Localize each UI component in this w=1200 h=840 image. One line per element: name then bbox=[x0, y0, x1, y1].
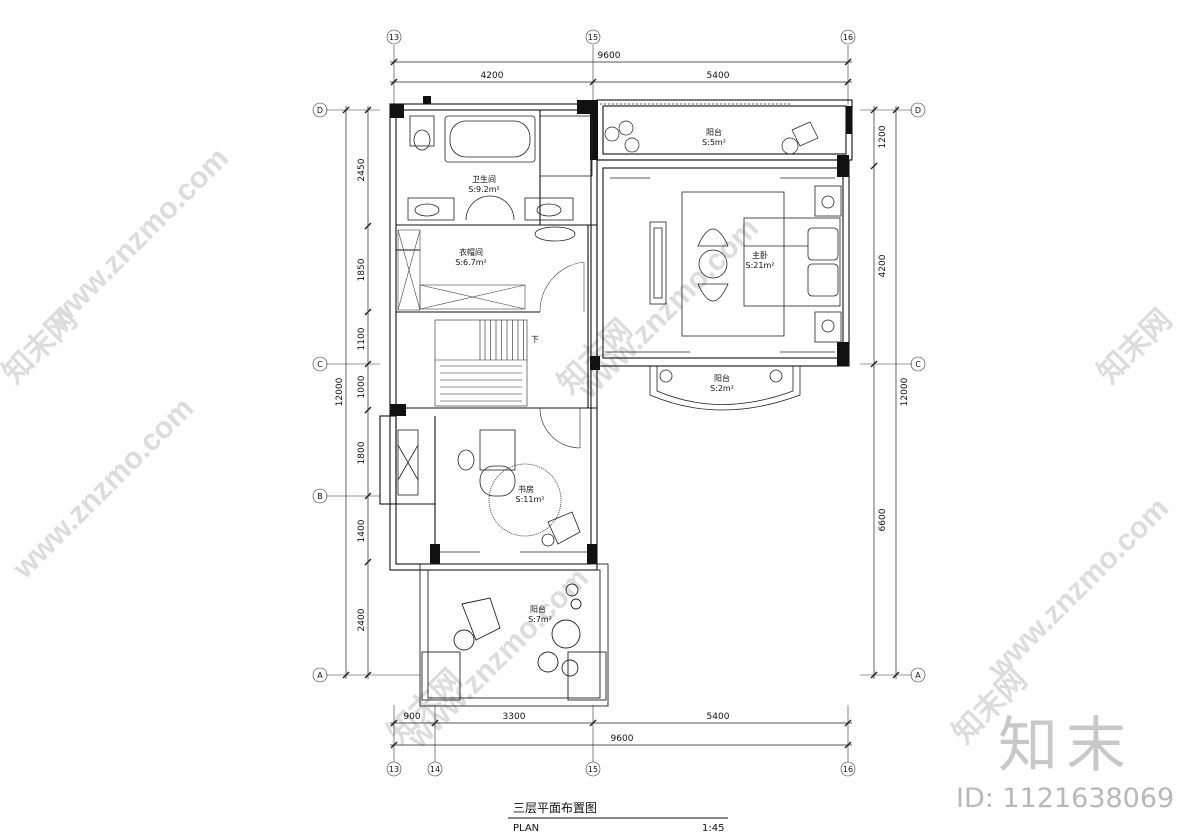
room-area-master-bedroom: S:21m² bbox=[746, 261, 775, 270]
study bbox=[397, 429, 587, 553]
staircase bbox=[434, 319, 581, 449]
closet bbox=[397, 229, 585, 313]
dim-bottom-c: 5400 bbox=[707, 712, 730, 722]
title-block: 三层平面布置图 PLAN 1:45 bbox=[508, 801, 728, 834]
balcony-bay bbox=[649, 366, 801, 411]
dim-bottom-a: 900 bbox=[403, 712, 420, 722]
watermark-text: www.znzmo.com bbox=[6, 392, 200, 586]
dim-left-seg: 1100 bbox=[357, 327, 367, 350]
watermark-text: www.znzmo.com bbox=[41, 142, 235, 336]
axis-label-left: C bbox=[317, 360, 323, 369]
axis-label-right: D bbox=[915, 106, 921, 115]
watermark-text: www.znzmo.com bbox=[571, 212, 765, 406]
dimension-lines bbox=[342, 58, 900, 749]
axis-label-left: D bbox=[317, 106, 323, 115]
room-label-balcony-south: 阳台 bbox=[530, 604, 546, 614]
master-bedroom bbox=[605, 177, 842, 353]
balcony-south bbox=[419, 563, 609, 707]
room-area-balcony-bay: S:2m² bbox=[710, 384, 734, 393]
room-label-study: 书房 bbox=[518, 484, 534, 494]
room-label-balcony-north: 阳台 bbox=[706, 127, 722, 137]
dim-bottom-total: 9600 bbox=[611, 734, 634, 744]
room-label-master-bedroom: 主卧 bbox=[752, 250, 768, 260]
axis-label-left: A bbox=[317, 671, 323, 680]
axis-label-top: 13 bbox=[389, 33, 399, 42]
drawing-subtitle: PLAN bbox=[513, 823, 539, 834]
dimension-labels: 9600 4200 5400 900 3300 5400 9600 12000 … bbox=[335, 51, 910, 744]
grid-axis-labels: 13 15 16 13 14 15 16 D C B A D C A bbox=[317, 33, 921, 774]
dim-left-seg: 1400 bbox=[357, 519, 367, 542]
axis-label-right: C bbox=[915, 360, 921, 369]
axis-label-bottom: 15 bbox=[588, 765, 598, 774]
dim-right-seg: 6600 bbox=[878, 508, 888, 531]
dim-right-seg: 1200 bbox=[878, 125, 888, 148]
dim-left-total: 12000 bbox=[335, 377, 345, 406]
axis-label-bottom: 16 bbox=[843, 765, 853, 774]
grid-axes bbox=[312, 29, 926, 777]
balcony-north-furniture bbox=[600, 103, 819, 155]
dim-right-total: 12000 bbox=[900, 377, 910, 406]
walls bbox=[379, 99, 853, 571]
room-label-closet: 衣帽间 bbox=[459, 247, 483, 257]
dim-right-seg: 4200 bbox=[878, 254, 888, 277]
axis-label-top: 15 bbox=[588, 33, 598, 42]
axis-label-bottom: 13 bbox=[389, 765, 399, 774]
axis-label-bottom: 14 bbox=[430, 765, 440, 774]
watermark-layer: www.znzmo.com 知末网 www.znzmo.com www.znzm… bbox=[0, 142, 1179, 756]
watermark-text: www.znzmo.com bbox=[981, 492, 1175, 686]
dim-top-right: 5400 bbox=[707, 71, 730, 81]
axis-label-right: A bbox=[915, 671, 921, 680]
watermark-brand: 知末网 bbox=[1092, 303, 1179, 390]
dim-bottom-b: 3300 bbox=[503, 712, 526, 722]
dim-left-seg: 2400 bbox=[357, 608, 367, 631]
dim-left-seg: 1800 bbox=[357, 441, 367, 464]
room-area-study: S:11m² bbox=[516, 495, 545, 504]
dim-left-seg: 1000 bbox=[357, 375, 367, 398]
dim-top-total: 9600 bbox=[598, 51, 621, 61]
bathroom bbox=[407, 115, 593, 242]
room-area-bathroom: S:9.2m² bbox=[468, 185, 500, 194]
room-label-balcony-bay: 阳台 bbox=[714, 373, 730, 383]
dim-left-seg: 2450 bbox=[357, 158, 367, 181]
watermark-brand: 知末网 bbox=[0, 303, 84, 390]
stair-direction-label: 下 bbox=[531, 335, 539, 344]
columns bbox=[390, 96, 852, 564]
dim-left-seg: 1850 bbox=[357, 258, 367, 281]
room-area-closet: S:6.7m² bbox=[455, 258, 487, 267]
watermark-id: ID: 1121638069 bbox=[956, 783, 1175, 814]
room-area-balcony-north: S:5m² bbox=[702, 138, 726, 147]
axis-label-left: B bbox=[317, 492, 323, 501]
dim-top-left: 4200 bbox=[481, 71, 504, 81]
room-labels: 卫生间 S:9.2m² 衣帽间 S:6.7m² 下 主卧 S:21m² 阳台 S… bbox=[455, 127, 774, 624]
room-area-balcony-south: S:7m² bbox=[528, 615, 552, 624]
drawing-scale: 1:45 bbox=[702, 823, 724, 834]
axis-label-top: 16 bbox=[843, 33, 853, 42]
room-label-bathroom: 卫生间 bbox=[472, 174, 496, 184]
watermark-logo: 知末 bbox=[998, 711, 1134, 781]
drawing-title: 三层平面布置图 bbox=[513, 801, 597, 815]
